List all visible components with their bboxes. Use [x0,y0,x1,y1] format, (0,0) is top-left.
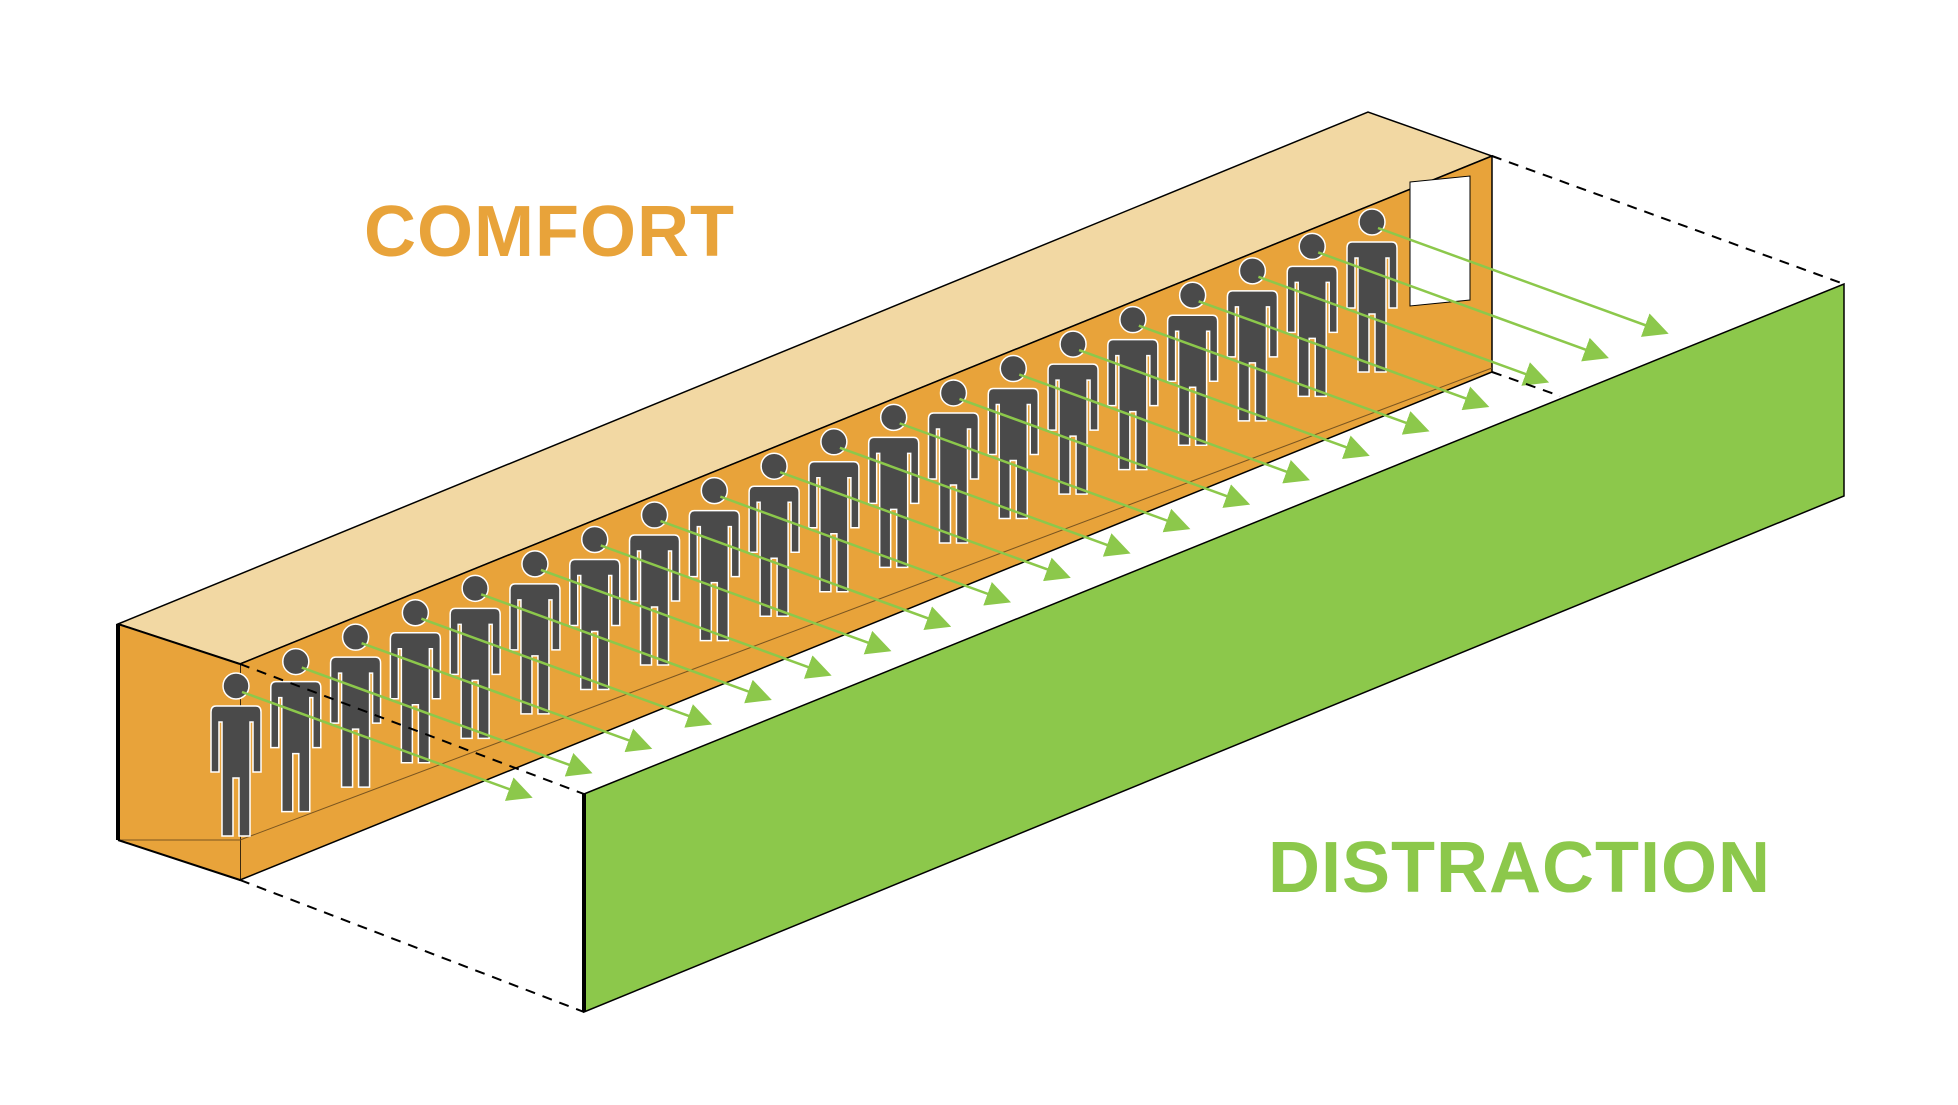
person-head [222,672,250,700]
sightline-arrow [660,519,952,630]
sightline-arrow [899,422,1191,533]
person-head [1298,232,1326,261]
sightline-arrow [779,471,1071,582]
people-row [210,208,1398,837]
person-body [1047,363,1099,495]
person-body [1166,314,1219,447]
person-body [1107,338,1159,471]
sightline-arrow [1198,300,1490,411]
person-head [521,550,549,578]
end-wall [118,624,240,880]
person-figure [1226,257,1279,422]
sightline-arrow [719,495,1012,606]
floor-line [239,367,1493,841]
person-body [1346,241,1398,373]
person-figure [389,598,442,764]
person-head [760,452,788,480]
person-body [748,485,800,617]
person-head [999,354,1028,383]
near-bottom-dashed [239,879,585,1013]
person-body [808,461,860,593]
sightline-arrows [241,226,1669,801]
sightline-arrow [1138,324,1430,435]
person-head [1059,330,1087,358]
sightline-arrow [959,397,1251,508]
sightline-arrow [480,593,772,704]
person-head [461,574,489,603]
person-figure [329,623,382,788]
person-body [210,705,262,837]
far-bottom-dashed [1491,371,1561,397]
sightline-arrow [1257,275,1550,386]
person-head [820,428,848,456]
sightline-arrow [1317,251,1609,362]
person-body [867,436,920,569]
person-head [282,647,310,676]
person-body [688,509,741,642]
person-figure [867,403,920,569]
person-body [1226,290,1279,422]
far-top-dashed [1491,155,1845,285]
sightline-arrow [839,446,1131,557]
person-head [580,525,609,554]
sightline-arrow [420,617,713,728]
person-body [329,656,382,788]
person-head [401,598,430,627]
person-body [389,631,442,764]
person-head [1178,281,1207,310]
sightline-arrow [1377,226,1669,337]
sightline-arrow [1018,373,1310,484]
person-body [449,607,501,740]
sightline-arrow [301,666,593,777]
person-head [1358,208,1386,236]
sightline-arrow [600,544,892,655]
comfort-label: COMFORT [364,192,735,272]
far-window [1409,175,1471,307]
sightline-arrow [1078,348,1370,460]
person-figure [808,428,860,593]
person-body [628,534,681,666]
person-body [270,680,322,813]
person-body [987,387,1040,520]
person-head [1238,257,1267,285]
front-top-edge [117,623,241,665]
person-head [939,379,968,407]
box-edges [116,155,1845,1013]
person-figure [1107,305,1159,471]
front-bottom-edge [117,839,241,881]
person-body [927,412,980,544]
near-top-dashed [239,663,585,795]
person-head [640,501,669,529]
person-head [879,403,908,432]
person-figure [270,647,322,813]
distraction-label: DISTRACTION [1268,828,1771,908]
person-body [1286,265,1338,398]
person-head [700,476,729,505]
sightline-arrow [241,690,533,801]
person-body [509,583,561,715]
person-body [568,558,621,691]
person-head [1119,305,1147,334]
sightline-arrow [540,568,832,679]
person-head [341,623,370,651]
sightline-arrow [361,641,653,753]
